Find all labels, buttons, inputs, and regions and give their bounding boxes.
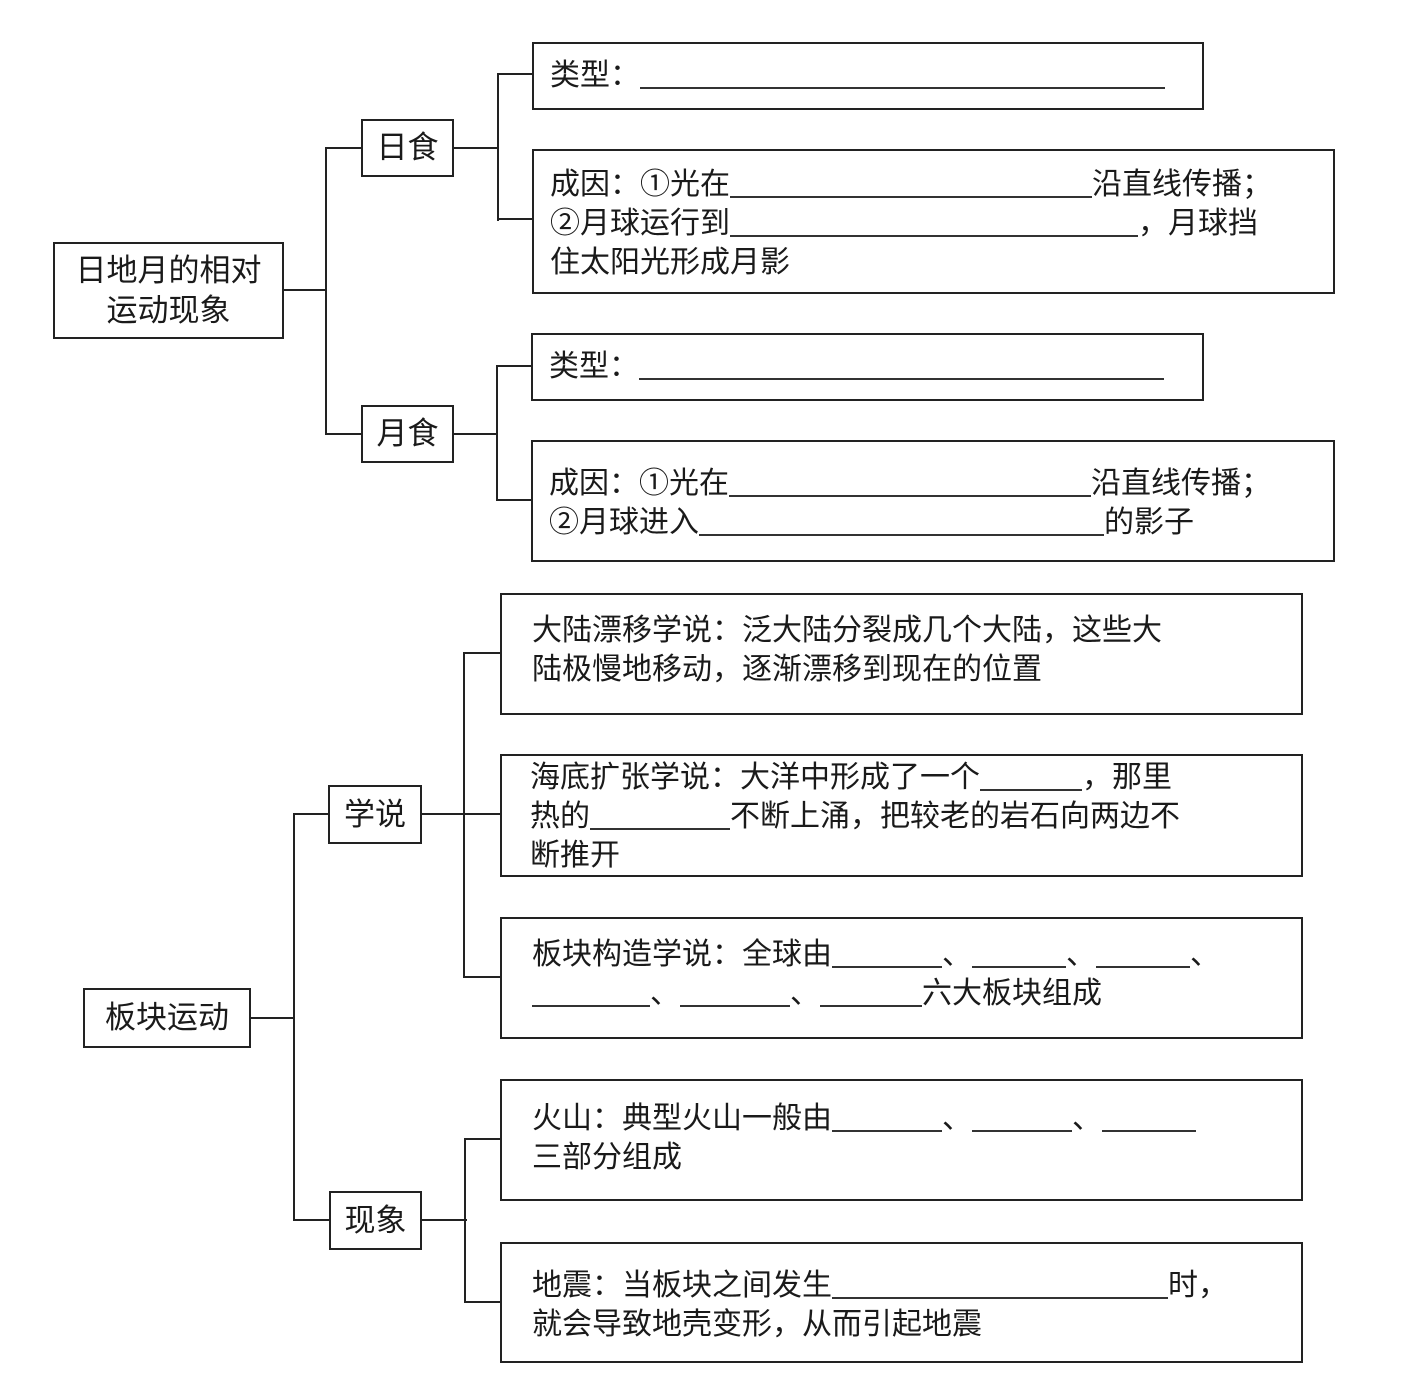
connector <box>283 289 327 291</box>
connector <box>463 652 501 654</box>
answer-blank[interactable] <box>590 798 730 830</box>
connector <box>293 813 329 815</box>
earthquake-box: 地震：当板块之间发生 时， 就会导致地壳变形，从而引起地震 <box>500 1242 1303 1363</box>
node-phenomena: 现象 <box>329 1191 422 1250</box>
answer-blank[interactable] <box>1096 936 1190 968</box>
root-node-label: 板块运动 <box>105 1000 229 1036</box>
cause-text: 成因：①光在 <box>550 167 730 202</box>
theory-text: 大陆漂移学说：泛大陆分裂成几个大陆，这些大 <box>532 613 1162 648</box>
separator: 、 <box>942 937 972 972</box>
connector <box>464 1301 501 1303</box>
answer-blank[interactable] <box>1102 1100 1196 1132</box>
node-phenomena-label: 现象 <box>344 1202 407 1239</box>
separator: 、 <box>650 976 680 1011</box>
answer-blank[interactable] <box>980 759 1082 791</box>
lunar-eclipse-cause-box: 成因：①光在 沿直线传播； ②月球进入 的影子 <box>531 440 1335 562</box>
type-label: 类型： <box>549 349 639 384</box>
answer-blank[interactable] <box>729 465 1091 497</box>
connector <box>463 652 465 978</box>
cause-text: ②月球进入 <box>549 505 699 540</box>
node-lunar-eclipse-label: 月食 <box>376 416 439 452</box>
answer-blank[interactable] <box>532 975 650 1007</box>
answer-blank[interactable] <box>680 975 790 1007</box>
connector <box>421 1219 467 1221</box>
connector <box>453 147 499 149</box>
answer-blank[interactable] <box>972 936 1066 968</box>
answer-blank[interactable] <box>832 1267 1168 1299</box>
answer-blank[interactable] <box>730 166 1092 198</box>
plate-tectonics-box: 板块构造学说：全球由、、、 、、六大板块组成 <box>500 917 1303 1039</box>
connector <box>464 1138 501 1140</box>
root-node-line-2: 运动现象 <box>106 292 231 329</box>
separator: 、 <box>942 1101 972 1136</box>
answer-blank[interactable] <box>820 975 922 1007</box>
root-node-plate-motion: 板块运动 <box>83 988 251 1048</box>
cause-text: 沿直线传播； <box>1092 167 1272 202</box>
phenomenon-text: 三部分组成 <box>532 1140 682 1175</box>
root-node-line-1: 日地月的相对 <box>75 252 262 289</box>
connector <box>293 1219 330 1221</box>
connector <box>497 218 533 220</box>
node-solar-eclipse-label: 日食 <box>376 130 439 166</box>
answer-blank[interactable] <box>699 504 1104 536</box>
connector <box>496 365 498 501</box>
cause-text: 成因：①光在 <box>549 466 729 501</box>
theory-text: 陆极慢地移动，逐渐漂移到现在的位置 <box>532 652 1042 687</box>
solar-eclipse-cause-box: 成因：①光在 沿直线传播； ②月球运行到 ，月球挡 住太阳光形成月影 <box>532 149 1335 294</box>
connector <box>325 147 327 435</box>
volcano-box: 火山：典型火山一般由 、 、 三部分组成 <box>500 1079 1303 1201</box>
node-theories-label: 学说 <box>344 796 406 833</box>
connector <box>497 73 533 75</box>
node-theories: 学说 <box>328 785 422 844</box>
solar-eclipse-type-box: 类型： <box>532 42 1204 110</box>
phenomenon-text: 时， <box>1168 1268 1228 1303</box>
answer-blank[interactable] <box>640 57 1165 89</box>
theory-text: 热的 <box>530 799 590 834</box>
cause-text: 的影子 <box>1104 505 1194 540</box>
separator: 、 <box>1066 937 1096 972</box>
connector <box>464 1138 466 1303</box>
theory-text: 海底扩张学说：大洋中形成了一个 <box>530 760 980 795</box>
cause-text: 沿直线传播； <box>1091 466 1271 501</box>
phenomenon-text: 火山：典型火山一般由 <box>532 1101 832 1136</box>
connector <box>325 433 362 435</box>
connector <box>250 1017 295 1019</box>
connector <box>293 813 295 1221</box>
phenomenon-text: 地震：当板块之间发生 <box>532 1268 832 1303</box>
node-lunar-eclipse: 月食 <box>361 405 454 463</box>
separator: 、 <box>1072 1101 1102 1136</box>
seafloor-spreading-box: 海底扩张学说：大洋中形成了一个 ，那里 热的 不断上涌，把较老的岩石向两边不 断推开 <box>500 754 1303 877</box>
theory-text: 断推开 <box>530 838 620 873</box>
continental-drift-box: 大陆漂移学说：泛大陆分裂成几个大陆，这些大 陆极慢地移动，逐渐漂移到现在的位置 <box>500 593 1303 715</box>
answer-blank[interactable] <box>832 1100 942 1132</box>
type-label: 类型： <box>550 58 640 93</box>
connector <box>496 365 532 367</box>
connector <box>463 976 501 978</box>
answer-blank[interactable] <box>639 348 1164 380</box>
answer-blank[interactable] <box>972 1100 1072 1132</box>
answer-blank[interactable] <box>832 936 942 968</box>
phenomenon-text: 就会导致地壳变形，从而引起地震 <box>532 1307 982 1342</box>
lunar-eclipse-type-box: 类型： <box>531 333 1204 401</box>
separator: 、 <box>790 976 820 1011</box>
connector <box>421 813 501 815</box>
connector <box>496 499 532 501</box>
node-solar-eclipse: 日食 <box>361 119 454 177</box>
connector <box>497 73 499 221</box>
root-node-sun-earth-moon: 日地月的相对 运动现象 <box>53 242 284 339</box>
cause-text: ，月球挡 <box>1138 206 1258 241</box>
connector <box>453 433 498 435</box>
theory-text: 板块构造学说：全球由 <box>532 937 832 972</box>
connector <box>325 147 362 149</box>
theory-text: ，那里 <box>1082 760 1172 795</box>
answer-blank[interactable] <box>730 205 1138 237</box>
cause-text: 住太阳光形成月影 <box>550 245 790 280</box>
theory-text: 不断上涌，把较老的岩石向两边不 <box>730 799 1180 834</box>
cause-text: ②月球运行到 <box>550 206 730 241</box>
separator: 、 <box>1190 937 1220 972</box>
theory-text: 六大板块组成 <box>922 976 1102 1011</box>
